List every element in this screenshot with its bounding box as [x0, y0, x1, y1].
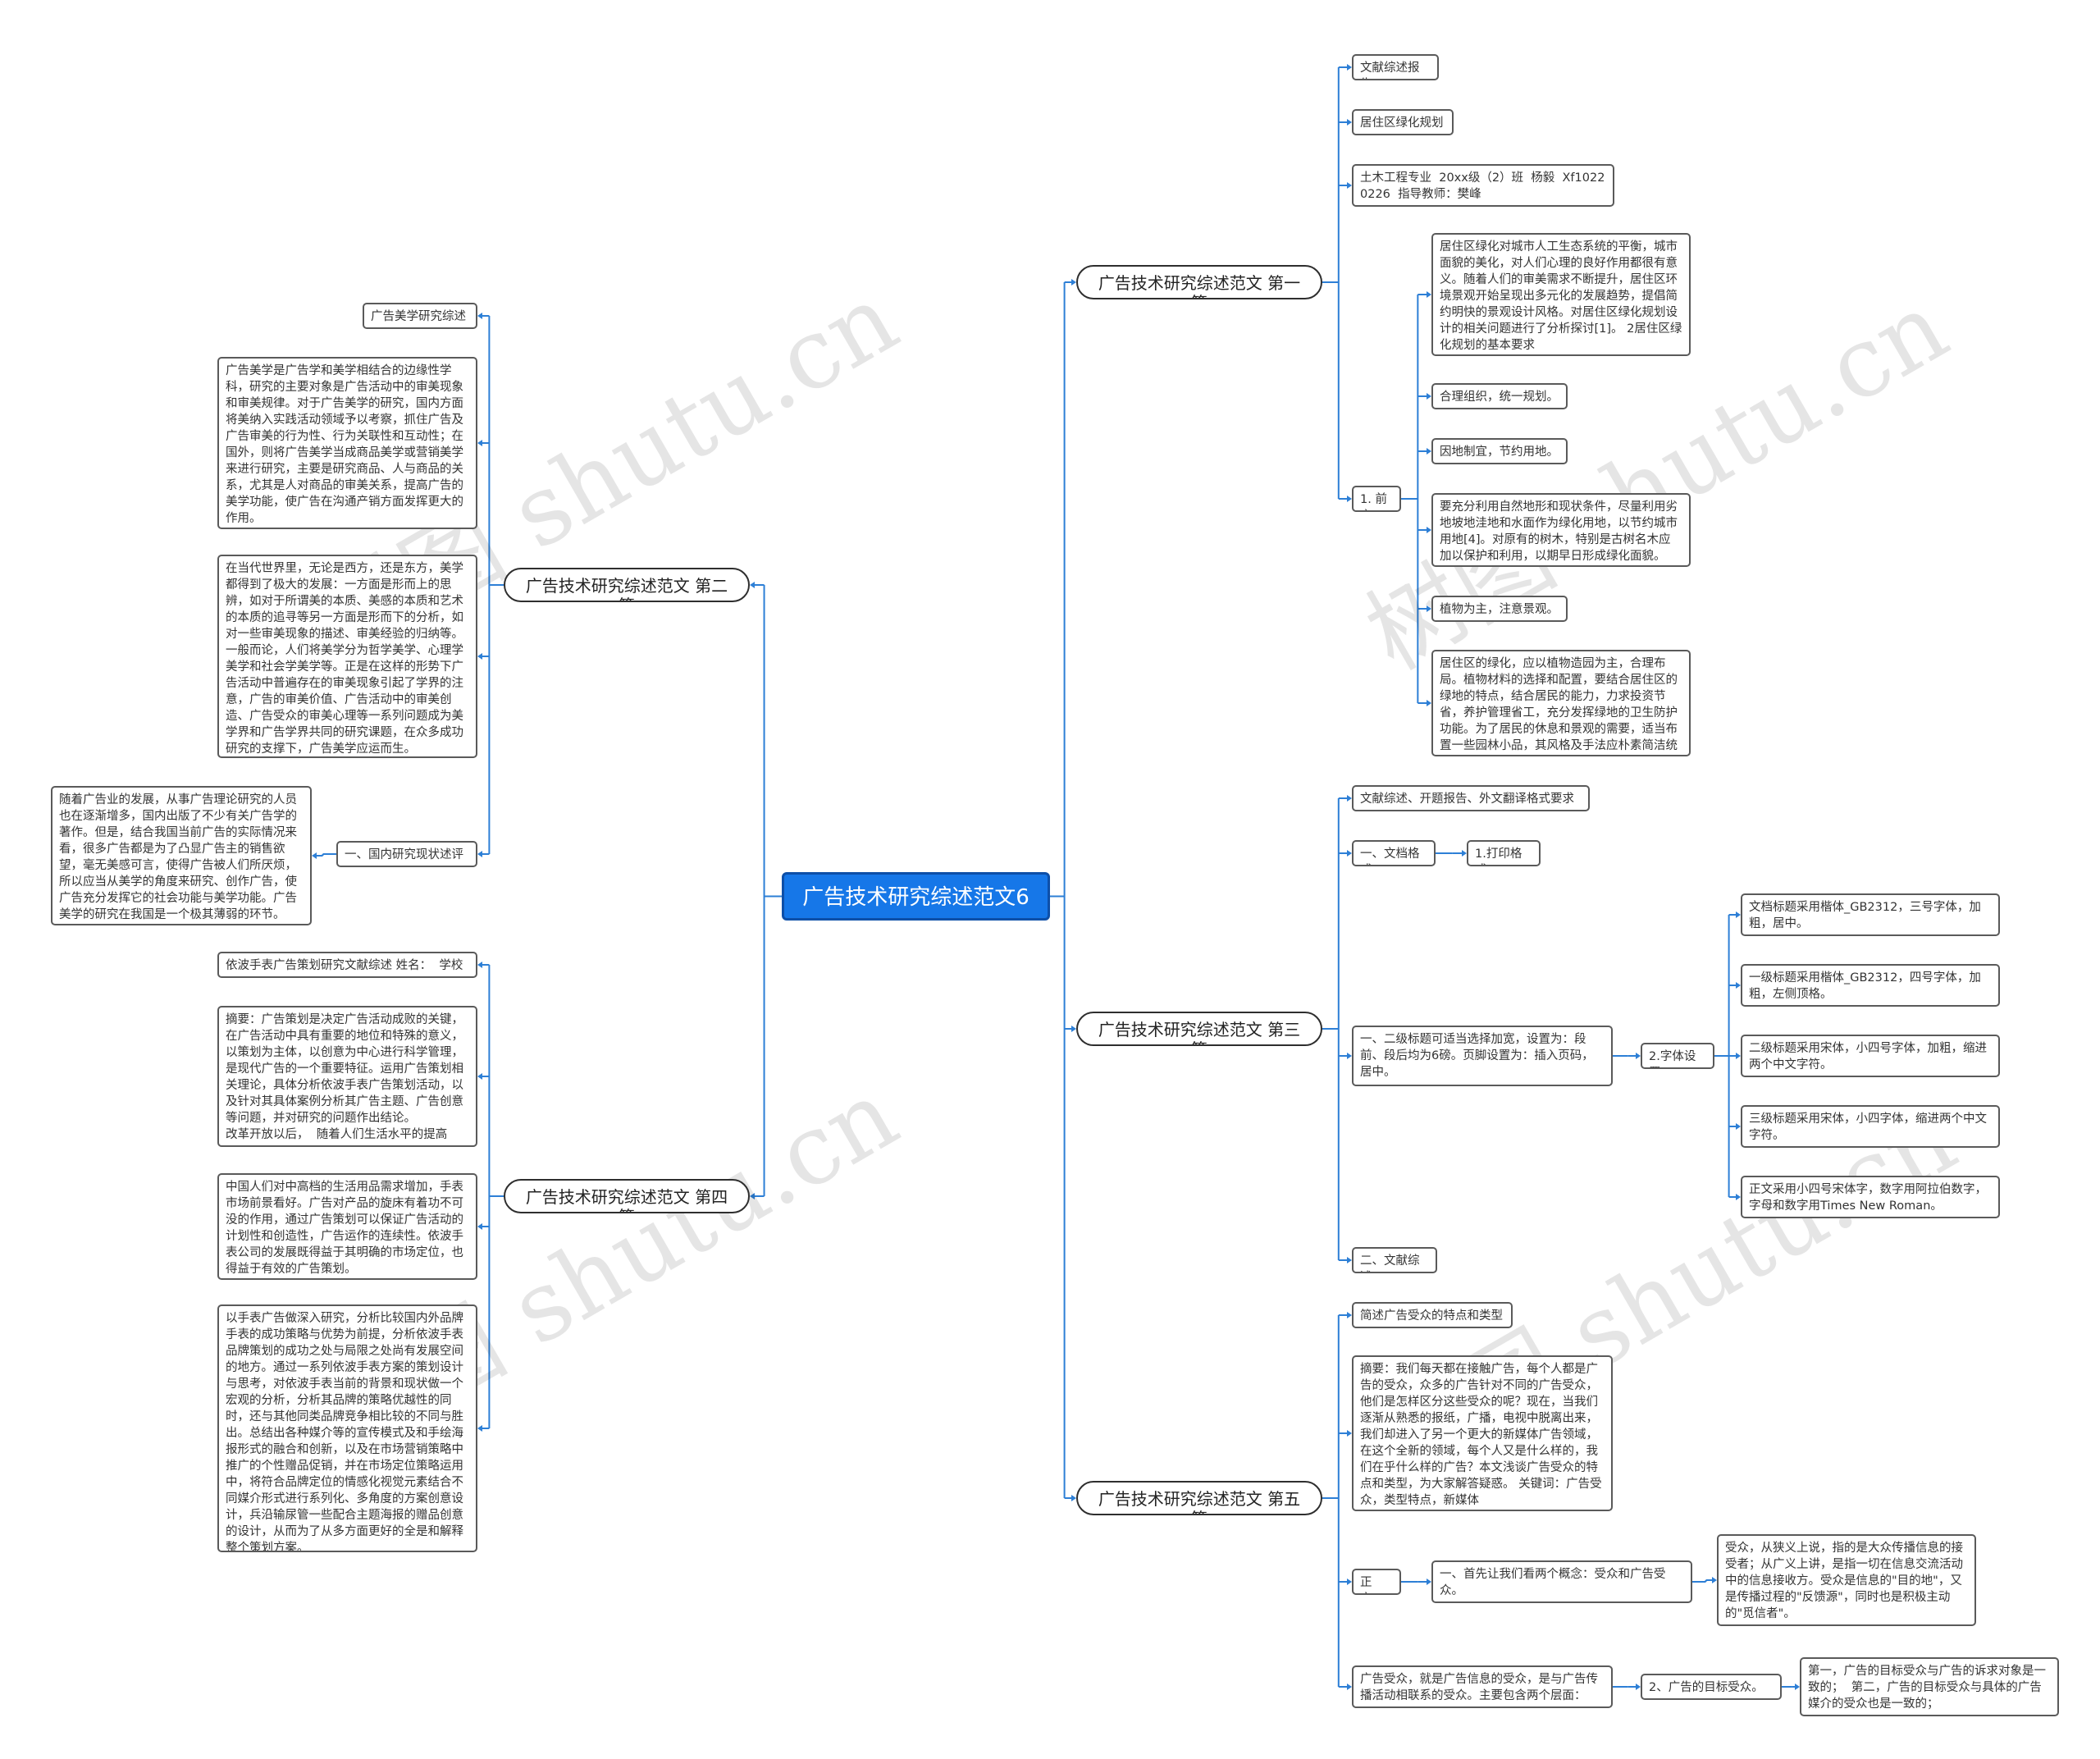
connector-arrow	[1712, 1577, 1717, 1583]
connector-arrow	[1347, 1257, 1352, 1263]
b3-node-font-level1[interactable]: 一级标题采用楷体_GB2312，四号字体，加粗，左侧顶格。	[1741, 964, 2000, 1007]
b2-node-aesthetics-definition[interactable]: 广告美学是广告学和美学相结合的边缘性学科，研究的主要对象是广告活动中的审美现象和…	[217, 357, 477, 529]
b4-node-research-plan[interactable]: 以手表广告做深入研究，分析比较国内外品牌手表的成功策略与优势为前提，分析依波手表…	[217, 1304, 477, 1552]
b5-node-body[interactable]: 正文：	[1352, 1569, 1401, 1595]
connector-arrow	[1347, 850, 1352, 857]
connector-arrow	[1427, 448, 1431, 455]
branch-5-title[interactable]: 广告技术研究综述范文 第五篇	[1076, 1481, 1322, 1515]
connector-arrow	[1427, 700, 1431, 706]
b5-node-two-concepts[interactable]: 一、首先让我们看两个概念：受众和广告受众。	[1431, 1560, 1692, 1603]
b1-node-literature-report[interactable]: 文献综述报告	[1352, 54, 1439, 80]
b5-node-abstract[interactable]: 摘要：我们每天都在接触广告，每个人都是广告的受众，众多的广告针对不同的广告受众，…	[1352, 1355, 1613, 1511]
b4-node-market[interactable]: 中国人们对中高档的生活用品需求增加，手表市场前景看好。广告对产品的旋床有着功不可…	[217, 1173, 477, 1280]
connector-arrow	[1347, 795, 1352, 802]
connector-arrow	[1736, 1194, 1741, 1200]
connector-arrow	[477, 440, 482, 446]
connector-arrow	[1795, 1684, 1800, 1690]
connector-arrow	[1347, 1430, 1352, 1437]
connector-arrow	[1347, 1579, 1352, 1585]
connector-arrow	[477, 313, 482, 319]
b3-node-font-level2[interactable]: 二级标题采用宋体，小四号字体，加粗，缩进两个中文字符。	[1741, 1035, 2000, 1077]
connector-arrow	[1427, 605, 1431, 612]
b2-node-aesthetics-development[interactable]: 在当代世界里，无论是西方，还是东方，美学都得到了极大的发展：一方面是形而上的思辨…	[217, 555, 477, 758]
connector-arrow	[750, 582, 755, 588]
b1-node-preface-text-1[interactable]: 居住区绿化对城市人工生态系统的平衡，城市面貌的美化，对人们心理的良好作用都很有意…	[1431, 233, 1691, 356]
b1-node-preface-text-4[interactable]: 要充分利用自然地形和现状条件，尽量利用劣地坡地洼地和水面作为绿化用地，以节约城市…	[1431, 493, 1691, 567]
connector-arrow	[1347, 119, 1352, 126]
b1-node-preface-text-3[interactable]: 因地制宜，节约用地。	[1431, 438, 1568, 464]
connector-arrow	[477, 653, 482, 660]
b1-node-greening-plan[interactable]: 居住区绿化规划	[1352, 109, 1454, 135]
connector-arrow	[477, 1425, 482, 1432]
connector-arrow	[1427, 527, 1431, 533]
b4-node-watch-study-header[interactable]: 依波手表广告策划研究文献综述 姓名： 学校	[217, 952, 477, 978]
b3-node-font-title[interactable]: 文档标题采用楷体_GB2312，三号字体，加粗，居中。	[1741, 893, 2000, 936]
branch-2-title[interactable]: 广告技术研究综述范文 第二篇	[504, 568, 750, 602]
b1-node-preface-text-2[interactable]: 合理组织，统一规划。	[1431, 383, 1568, 409]
b3-node-font-level3[interactable]: 三级标题采用宋体，小四字体，缩进两个中文字符。	[1741, 1105, 2000, 1148]
b2-node-domestic-review[interactable]: 一、国内研究现状述评	[336, 841, 477, 867]
b1-node-preface-text-5[interactable]: 植物为主，注意景观。	[1431, 596, 1568, 622]
b3-node-format-requirements[interactable]: 文献综述、开题报告、外文翻译格式要求	[1352, 785, 1590, 811]
b4-node-abstract[interactable]: 摘要：广告策划是决定广告活动成败的关键，在广告活动中具有重要的地位和特殊的意义，…	[217, 1006, 477, 1147]
branch-3-title[interactable]: 广告技术研究综述范文 第三篇	[1076, 1012, 1322, 1046]
b5-node-target-audience[interactable]: 2、广告的目标受众。	[1641, 1674, 1782, 1700]
b5-node-ad-audience[interactable]: 广告受众，就是广告信息的受众，是与广告传播活动相联系的受众。主要包含两个层面：	[1352, 1665, 1613, 1708]
b3-node-heading-spacing[interactable]: 一、二级标题可适当选择加宽，设置为：段前、段后均为6磅。页脚设置为：插入页码，居…	[1352, 1026, 1613, 1086]
connector-arrow	[1347, 1684, 1352, 1690]
connector-arrow	[750, 1193, 755, 1199]
connector-arrow	[1347, 182, 1352, 189]
connector-arrow	[1736, 1123, 1741, 1130]
connector-arrow	[1347, 1053, 1352, 1059]
connector-arrow	[1462, 850, 1467, 857]
b5-node-audience-types[interactable]: 简述广告受众的特点和类型	[1352, 1302, 1513, 1328]
connector-arrow	[1427, 393, 1431, 400]
connector-arrow	[1347, 1312, 1352, 1318]
connector-arrow	[477, 1073, 482, 1080]
b5-node-target-audience-text[interactable]: 第一，广告的目标受众与广告的诉求对象是一致的； 第二，广告的目标受众与具体的广告…	[1800, 1657, 2059, 1716]
connector-arrow	[1071, 1495, 1076, 1501]
connector-arrow	[1427, 291, 1431, 298]
b3-node-font-settings[interactable]: 2.字体设置	[1641, 1043, 1714, 1069]
b1-node-preface-text-6[interactable]: 居住区的绿化，应以植物造园为主，合理布局。植物材料的选择和配置，要结合居住区的绿…	[1431, 650, 1691, 756]
b1-node-author-info[interactable]: 土木工程专业 20xx级（2）班 杨毅 Xf10220226 指导教师：樊峰	[1352, 164, 1614, 207]
b5-node-audience-definition[interactable]: 受众，从狭义上说，指的是大众传播信息的接受者；从广义上讲，是指一切在信息交流活动…	[1717, 1534, 1976, 1626]
connector-arrow	[1736, 911, 1741, 918]
b3-node-literature-review[interactable]: 二、文献综述	[1352, 1247, 1437, 1273]
connector-arrow	[477, 1223, 482, 1230]
connector-arrow	[1347, 64, 1352, 71]
b2-node-ad-aesthetics[interactable]: 广告美学研究综述	[363, 303, 477, 329]
b3-node-font-body[interactable]: 正文采用小四号宋体字，数字用阿拉伯数字，字母和数字用Times New Roma…	[1741, 1176, 2000, 1218]
connector-arrow	[477, 851, 482, 857]
connector-arrow	[477, 962, 482, 968]
root-topic[interactable]: 广告技术研究综述范文6篇	[782, 872, 1050, 921]
connector-arrow	[1347, 496, 1352, 502]
connector-arrow	[1071, 279, 1076, 286]
b2-node-domestic-review-text[interactable]: 随着广告业的发展，从事广告理论研究的人员也在逐渐增多，国内出版了不少有关广告学的…	[51, 786, 312, 925]
b1-node-preface[interactable]: 1. 前言	[1352, 486, 1401, 512]
connector-arrow	[1736, 1053, 1741, 1059]
branch-1-title[interactable]: 广告技术研究综述范文 第一篇	[1076, 265, 1322, 299]
branch-4-title[interactable]: 广告技术研究综述范文 第四篇	[504, 1179, 750, 1213]
connector-arrow	[1736, 982, 1741, 989]
connector-arrow	[1427, 1579, 1431, 1585]
b3-node-print-format[interactable]: 1.打印格式	[1467, 840, 1541, 866]
connector-arrow	[1636, 1053, 1641, 1059]
connector-arrow	[312, 852, 317, 859]
b3-node-document-format[interactable]: 一、文档格式	[1352, 840, 1436, 866]
connector-arrow	[1071, 1026, 1076, 1032]
connector-arrow	[1636, 1684, 1641, 1690]
